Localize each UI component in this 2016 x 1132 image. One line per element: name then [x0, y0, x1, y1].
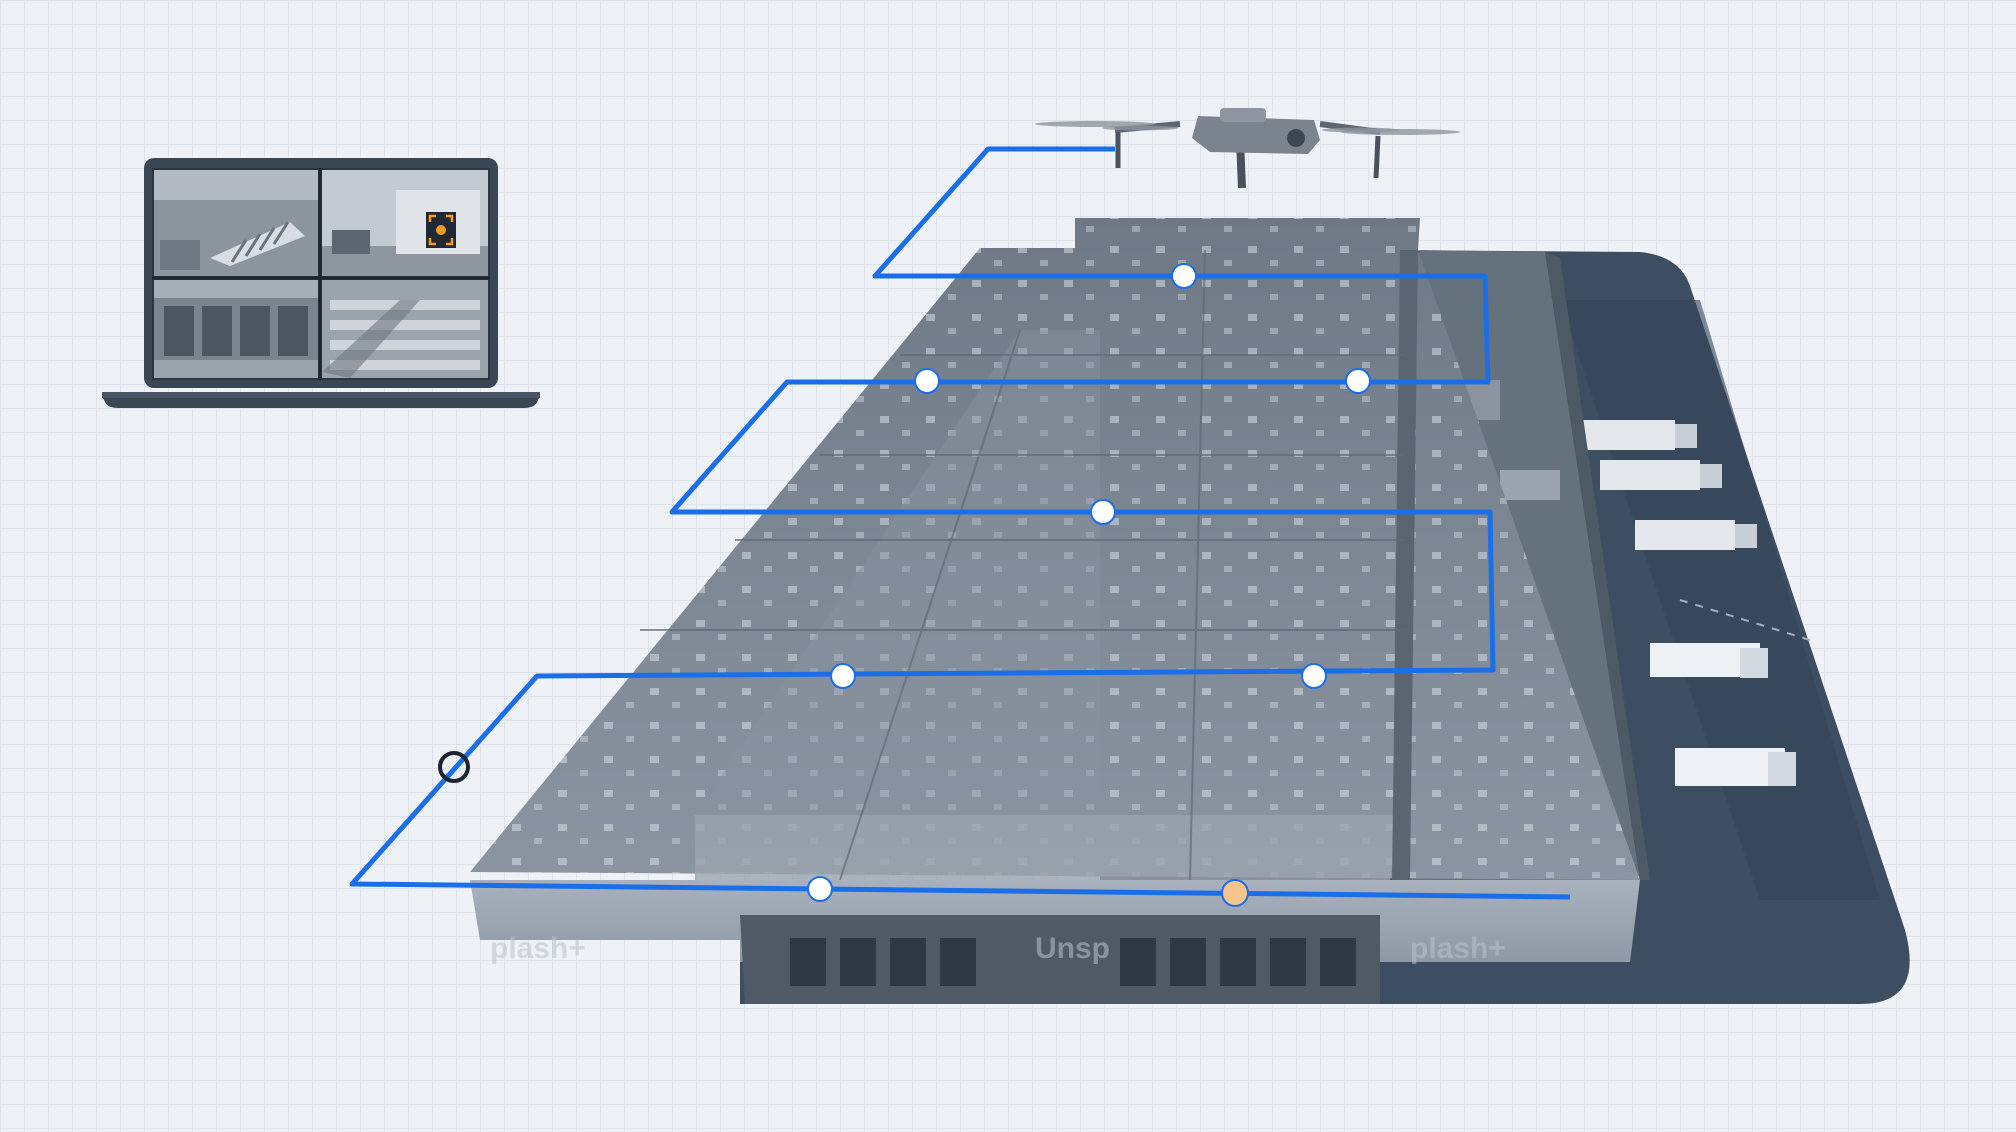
laptop-icon	[102, 158, 540, 408]
waypoint[interactable]	[807, 876, 833, 902]
watermark-left: plash+	[490, 932, 586, 965]
waypoint[interactable]	[1090, 499, 1116, 525]
waypoint[interactable]	[830, 663, 856, 689]
alert-dot	[436, 225, 446, 235]
watermark-center: Unsp	[1035, 932, 1110, 965]
waypoint-highlight[interactable]	[1221, 879, 1249, 907]
roof-seams	[640, 249, 1405, 881]
truck	[1635, 520, 1757, 550]
truck-fleet	[1575, 420, 1796, 786]
camera-feed-truck-alert[interactable]	[322, 170, 488, 276]
checkpoint-ring-icon[interactable]	[438, 751, 470, 783]
camera-feed-warehouse-rows[interactable]	[322, 280, 488, 378]
dock-doors	[790, 938, 1356, 986]
waypoint[interactable]	[1301, 663, 1327, 689]
truck	[1675, 748, 1796, 786]
watermark-right: plash+	[1410, 932, 1506, 965]
waypoint[interactable]	[914, 368, 940, 394]
waypoints	[438, 263, 1371, 907]
camera-feed-loading-ramp[interactable]	[154, 170, 318, 276]
truck	[1600, 460, 1722, 490]
truck	[1575, 420, 1697, 450]
drone-flight-path	[349, 146, 1571, 900]
waypoint[interactable]	[1345, 368, 1371, 394]
building-watermarks: plash+ Unsp plash+	[490, 932, 1506, 965]
yard-lane-marking	[1679, 599, 1811, 641]
camera-feed-dock-doors[interactable]	[154, 280, 318, 378]
drone-icon	[1035, 108, 1460, 189]
waypoint[interactable]	[1171, 263, 1197, 289]
truck	[1650, 643, 1768, 678]
laptop-base	[102, 396, 540, 408]
